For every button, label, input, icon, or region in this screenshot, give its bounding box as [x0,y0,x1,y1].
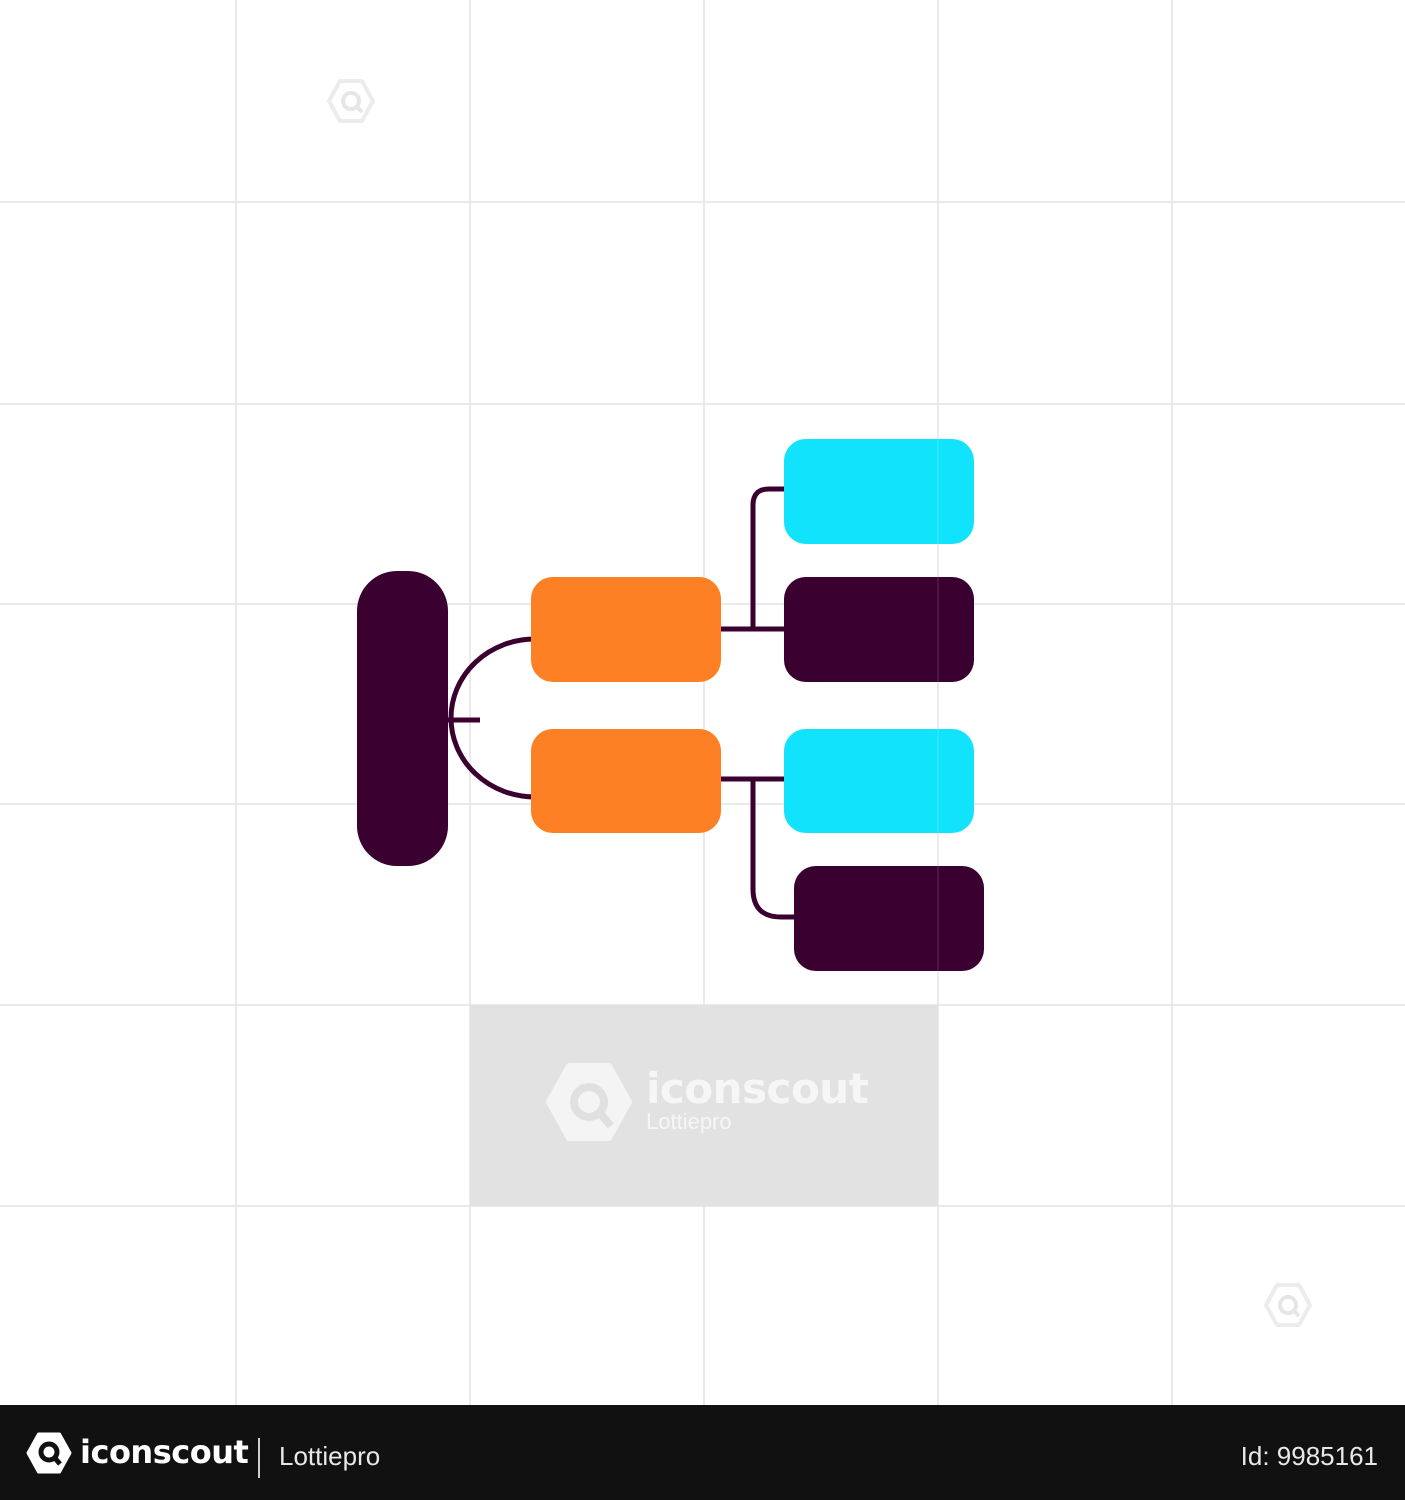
cyan-node-top [784,439,974,544]
cyan-node-lower [784,729,974,833]
footer-separator [258,1438,260,1478]
diagram-connectors [448,486,796,920]
watermark-logo-icon [546,1063,632,1141]
dark-node-bottom [794,866,984,971]
orange-node-top [531,577,721,682]
root-node [357,571,448,866]
footer-brand[interactable]: iconscout [80,1433,249,1471]
connector-lower-down [750,779,796,920]
watermark-sub: Lottiepro [646,1109,732,1134]
iconscout-logo-icon[interactable] [26,1430,72,1476]
asset-id: Id: 9985161 [1240,1441,1378,1471]
dark-node-upper [784,577,974,682]
footer-sub: Lottiepro [279,1441,381,1471]
watermark-hex-icon [1264,1283,1312,1327]
connector-upper-up [750,486,786,629]
watermark-brand: iconscout [646,1064,869,1113]
footer-bar: iconscout Lottiepro Id: 9985161 [0,1405,1405,1500]
watermark-hex-icon [327,79,375,123]
orange-node-bottom [531,729,721,833]
watermark-text: iconscout Lottiepro [646,1064,869,1135]
diagram-canvas [0,0,1405,1405]
connector-branch-arc [448,636,536,800]
